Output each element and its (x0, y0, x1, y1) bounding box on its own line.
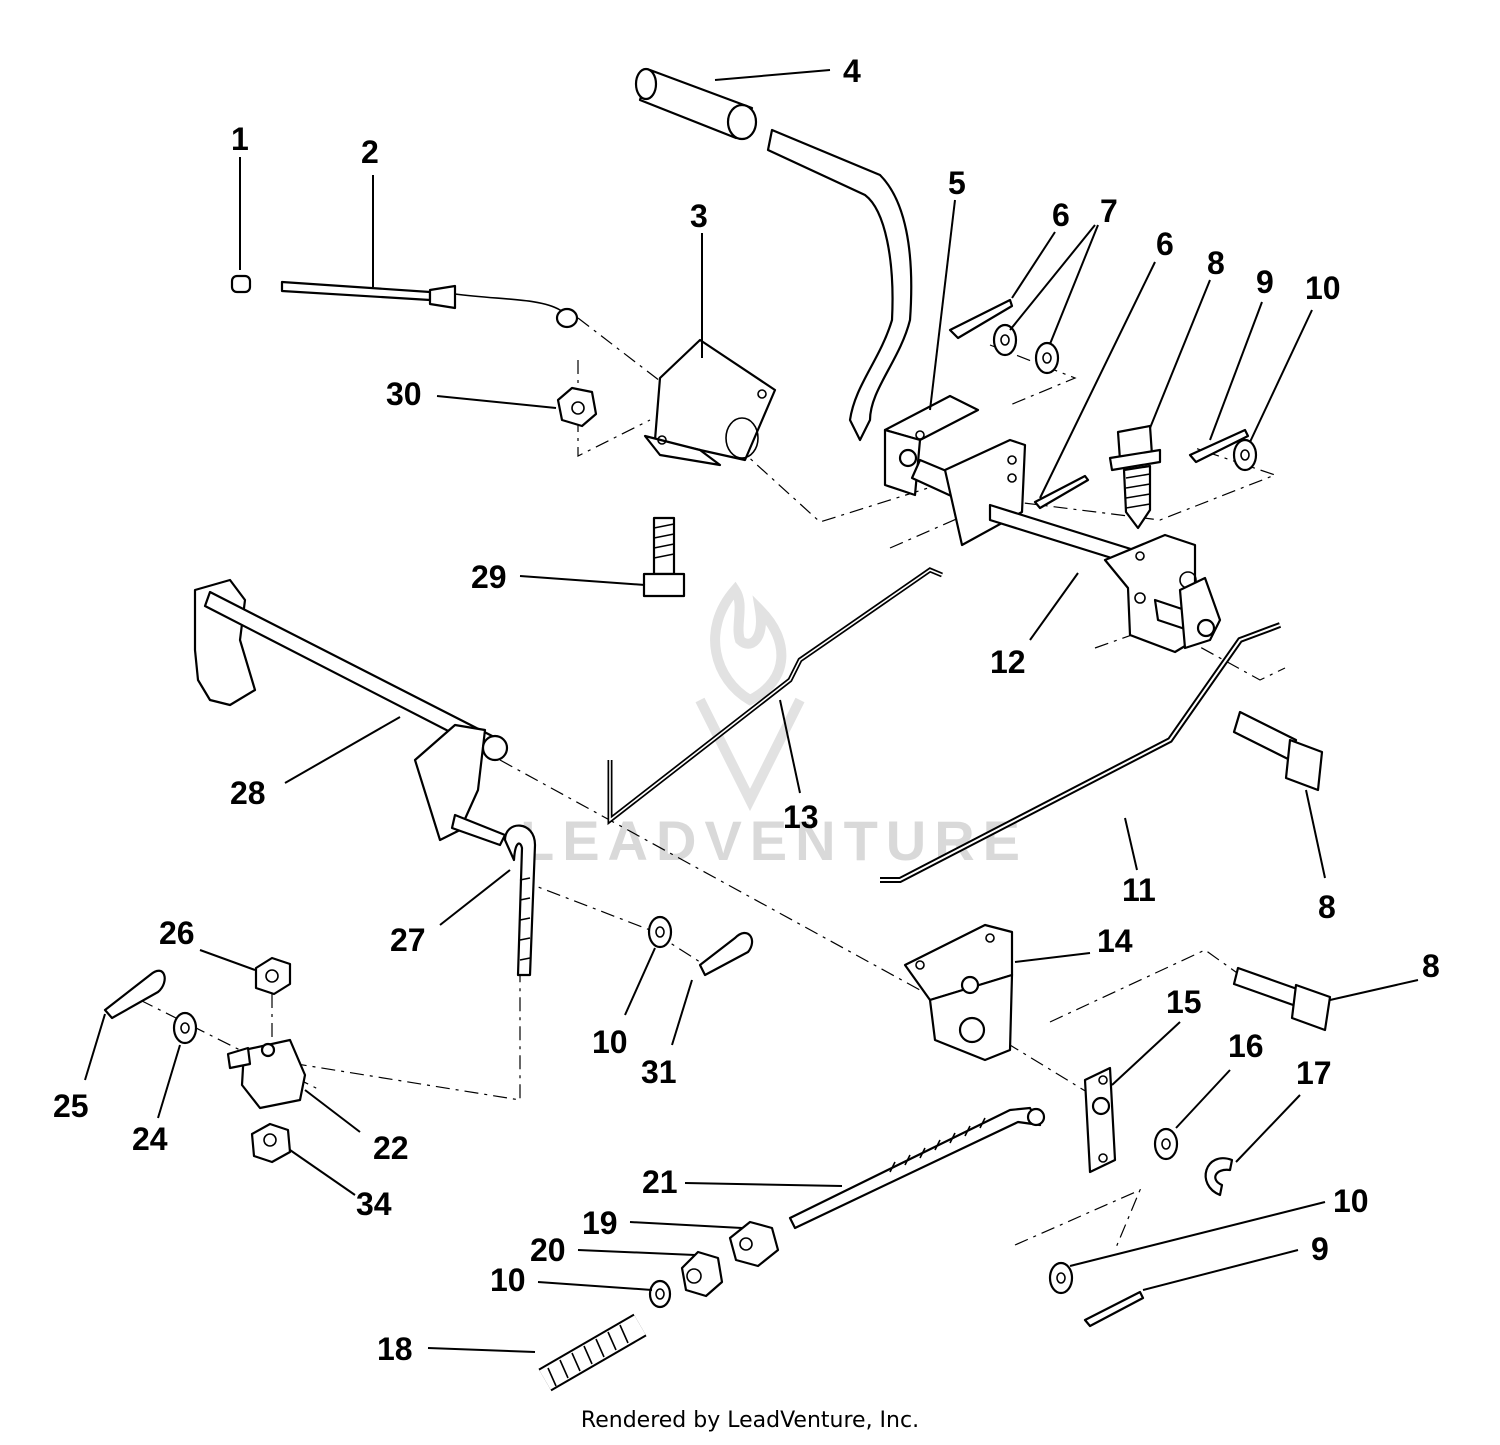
callout-3: 3 (690, 198, 708, 234)
part-9-cotter-pin-upper (1188, 428, 1250, 464)
callout-25: 25 (53, 1088, 89, 1124)
part-8-bolt-upper (1108, 424, 1162, 530)
callout-10-upper: 10 (1305, 270, 1341, 306)
part-13-rod (607, 567, 943, 826)
callout-6-lower: 6 (1156, 226, 1174, 262)
part-10-washer-lower (648, 1279, 672, 1309)
part-8-bolt-lower (1232, 966, 1332, 1032)
part-2-cable (280, 280, 579, 329)
callout-10-bottom: 10 (1333, 1183, 1369, 1219)
callout-24: 24 (132, 1121, 168, 1157)
part-10-washer-mid (647, 915, 673, 949)
callout-28: 28 (230, 775, 266, 811)
callout-4: 4 (843, 53, 861, 89)
part-24-washer (172, 1011, 198, 1045)
callout-16: 16 (1228, 1028, 1264, 1064)
callout-19: 19 (582, 1205, 618, 1241)
callout-13: 13 (783, 799, 819, 835)
callout-31: 31 (641, 1054, 677, 1090)
callout-29: 29 (471, 559, 507, 595)
callout-2: 2 (361, 134, 379, 170)
part-10-washer-upper (1232, 438, 1258, 472)
part-17-e-clip (1204, 1157, 1234, 1197)
part-3-bracket (643, 338, 777, 467)
callout-8-upper: 8 (1207, 245, 1225, 281)
part-16-washer (1153, 1127, 1179, 1161)
part-31-hairpin (698, 931, 754, 977)
part-25-hairpin (103, 969, 166, 1020)
part-6-cotter-pin-lower (1033, 474, 1090, 510)
part-9-cotter-pin-lower (1083, 1290, 1145, 1328)
callout-5: 5 (948, 165, 966, 201)
part-27-hook-bolt (503, 824, 537, 977)
part-21-threaded-rod (788, 1106, 1046, 1230)
callout-20: 20 (530, 1232, 566, 1268)
part-34-nut (250, 1122, 292, 1164)
leader-lines (84, 69, 1419, 1353)
callout-8-middle: 8 (1318, 889, 1336, 925)
watermark-text: LEADVENTURE (520, 809, 1028, 872)
callout-6-upper: 6 (1052, 197, 1070, 233)
callout-11: 11 (1122, 872, 1156, 908)
callout-22: 22 (373, 1130, 409, 1166)
part-18-spring (538, 1313, 647, 1392)
part-15-link (1083, 1066, 1117, 1174)
callout-26: 26 (159, 915, 195, 951)
part-8-bolt-middle (1232, 710, 1324, 792)
callout-14: 14 (1097, 923, 1133, 959)
watermark: LEADVENTURE (520, 581, 1028, 872)
callout-7: 7 (1100, 193, 1118, 229)
callout-27: 27 (390, 922, 426, 958)
callout-1: 1 (231, 121, 249, 157)
callout-18: 18 (377, 1331, 413, 1367)
callout-labels: 1 2 3 4 5 6 7 6 8 9 10 30 29 12 28 13 11… (53, 53, 1440, 1367)
part-7-washers (992, 323, 1060, 375)
callout-9-upper: 9 (1256, 264, 1274, 300)
part-4-handle (634, 67, 913, 442)
part-12-shaft-assembly (943, 438, 1222, 654)
part-10-washer-bottom (1048, 1261, 1074, 1295)
footer-credit: Rendered by LeadVenture, Inc. (580, 1408, 920, 1433)
part-26-nut (254, 956, 292, 996)
callout-34: 34 (356, 1186, 392, 1222)
callout-10-mid: 10 (592, 1024, 628, 1060)
callout-8-lower: 8 (1422, 948, 1440, 984)
part-28-shaft (193, 578, 509, 847)
part-20-nut (680, 1250, 724, 1298)
callout-21: 21 (642, 1164, 678, 1200)
callout-30: 30 (386, 376, 422, 412)
callout-9-lower: 9 (1311, 1231, 1329, 1267)
parts-diagram: LEADVENTURE (53, 53, 1440, 1392)
callout-12: 12 (990, 644, 1026, 680)
callout-15: 15 (1166, 984, 1202, 1020)
part-30-nut (556, 386, 598, 428)
callout-17: 17 (1296, 1055, 1332, 1091)
part-29-bolt (642, 516, 686, 598)
part-22-block (226, 1038, 307, 1110)
callout-10-lower: 10 (490, 1262, 526, 1298)
part-1-cap (230, 274, 252, 294)
part-6-cotter-pin-upper (948, 298, 1014, 340)
part-14-bracket (903, 923, 1014, 1062)
part-19-nut (728, 1220, 780, 1268)
